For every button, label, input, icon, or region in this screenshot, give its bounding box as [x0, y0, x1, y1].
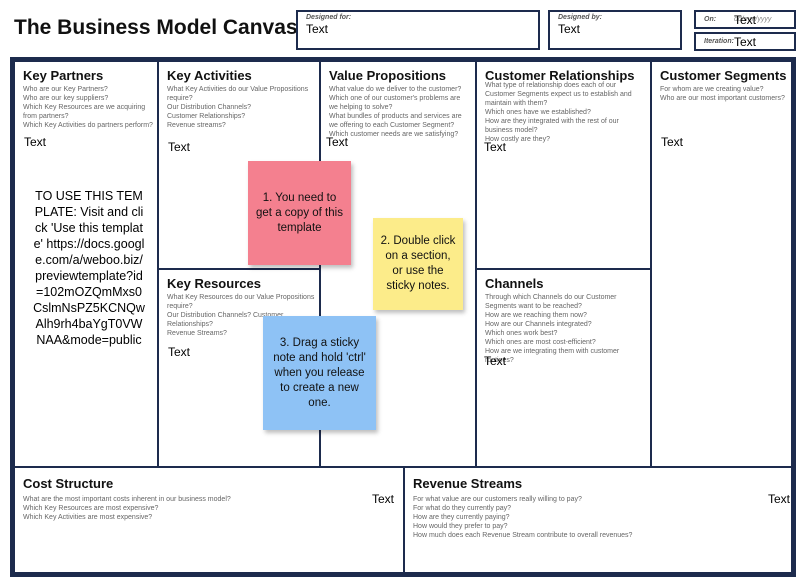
- on-label: On:: [704, 16, 717, 23]
- question: Which Key Resources are we acquiring fro…: [23, 104, 146, 120]
- on-date-value[interactable]: Text: [734, 13, 757, 27]
- customer-relationships-questions: What type of relationship does each of o…: [485, 81, 646, 144]
- key-resources-text[interactable]: Text: [168, 345, 191, 359]
- question: How are we integrating them with custome…: [485, 348, 620, 364]
- page-title: The Business Model Canvas: [14, 16, 298, 39]
- value-propositions-questions: What value do we deliver to the customer…: [329, 85, 471, 139]
- question: Customer Relationships?: [167, 113, 246, 120]
- question: Which Key Resources are most expensive?: [23, 505, 159, 512]
- sticky-note-yellow[interactable]: 2. Double click on a section, or use the…: [373, 218, 463, 310]
- question: Revenue streams?: [167, 122, 226, 129]
- customer-segments-title: Customer Segments: [660, 68, 787, 83]
- question: Who are our key suppliers?: [23, 95, 109, 102]
- question: Who are our most important customers?: [660, 95, 785, 102]
- revenue-streams-questions: For what value are our customers really …: [413, 495, 787, 540]
- designed-for-field[interactable]: Designed for: Text: [296, 10, 540, 50]
- sticky-note-blue[interactable]: 3. Drag a sticky note and hold 'ctrl' wh…: [263, 316, 376, 430]
- question: What Key Activities do our Value Proposi…: [167, 86, 309, 102]
- customer-segments-questions: For whom are we creating value? Who are …: [660, 85, 787, 103]
- question: How are we reaching them now?: [485, 312, 587, 319]
- value-propositions-title: Value Propositions: [329, 68, 447, 83]
- value-propositions-text[interactable]: Text: [326, 135, 349, 149]
- date-placeholder: dd/mm/yyyy: [734, 16, 772, 23]
- question: What Key Resources do our Value Proposit…: [167, 294, 315, 310]
- question: What type of relationship does each of o…: [485, 82, 632, 107]
- key-partners-text[interactable]: Text: [24, 135, 47, 149]
- revenue-streams-section[interactable]: Revenue Streams For what value are our c…: [403, 466, 793, 574]
- question: How would they prefer to pay?: [413, 523, 508, 530]
- question: Through which Channels do our Customer S…: [485, 294, 617, 310]
- business-model-canvas: Key Partners Who are our Key Partners? W…: [10, 57, 796, 577]
- key-partners-questions: Who are our Key Partners? Who are our ke…: [23, 85, 153, 130]
- revenue-streams-title: Revenue Streams: [413, 476, 523, 491]
- customer-relationships-text[interactable]: Text: [484, 140, 507, 154]
- cost-structure-section[interactable]: Cost Structure What are the most importa…: [13, 466, 405, 574]
- question: Which Key Activities are most expensive?: [23, 514, 153, 521]
- channels-section[interactable]: Channels Through which Channels do our C…: [475, 268, 652, 468]
- customer-segments-text[interactable]: Text: [661, 135, 684, 149]
- question: Which ones work best?: [485, 330, 558, 337]
- designed-for-label: Designed for:: [306, 14, 352, 21]
- iteration-value[interactable]: Text: [734, 35, 757, 49]
- designed-by-field[interactable]: Designed by: Text: [548, 10, 682, 50]
- channels-text[interactable]: Text: [484, 354, 507, 368]
- question: How are they currently paying?: [413, 514, 510, 521]
- question: How are our Channels integrated?: [485, 321, 592, 328]
- question: Which one of our customer's problems are…: [329, 95, 461, 111]
- sticky-note-pink[interactable]: 1. You need to get a copy of this templa…: [248, 161, 351, 265]
- question: How are they integrated with the rest of…: [485, 118, 619, 134]
- channels-title: Channels: [485, 276, 544, 291]
- question: For whom are we creating value?: [660, 86, 764, 93]
- key-resources-questions: What Key Resources do our Value Proposit…: [167, 293, 315, 338]
- customer-relationships-title: Customer Relationships: [485, 68, 635, 83]
- question: Who are our Key Partners?: [23, 86, 108, 93]
- key-resources-title: Key Resources: [167, 276, 261, 291]
- customer-segments-section[interactable]: Customer Segments For whom are we creati…: [650, 60, 793, 468]
- key-partners-title: Key Partners: [23, 68, 104, 83]
- key-activities-title: Key Activities: [167, 68, 252, 83]
- question: What value do we deliver to the customer…: [329, 86, 462, 93]
- question: Which ones are most cost-efficient?: [485, 339, 596, 346]
- template-instructions: TO USE THIS TEMPLATE: Visit and click 'U…: [33, 189, 145, 347]
- designed-for-value[interactable]: Text: [306, 22, 329, 36]
- question: Which Key Activities do partners perform…: [23, 122, 153, 129]
- key-activities-questions: What Key Activities do our Value Proposi…: [167, 85, 315, 130]
- cost-structure-questions: What are the most important costs inhere…: [23, 495, 399, 522]
- question: Our Distribution Channels?: [167, 104, 252, 111]
- key-partners-section[interactable]: Key Partners Who are our Key Partners? W…: [13, 60, 159, 468]
- channels-questions: Through which Channels do our Customer S…: [485, 293, 646, 365]
- revenue-streams-text[interactable]: Text: [768, 492, 791, 506]
- question: How costly are they?: [485, 136, 550, 143]
- on-date-field[interactable]: On: dd/mm/yyyy Text: [694, 10, 796, 29]
- question: For what do they currently pay?: [413, 505, 512, 512]
- question: What bundles of products and services ar…: [329, 113, 462, 129]
- iteration-field[interactable]: Iteration: Text: [694, 32, 796, 51]
- cost-structure-text[interactable]: Text: [372, 492, 395, 506]
- question: For what value are our customers really …: [413, 496, 582, 503]
- question: How much does each Revenue Stream contri…: [413, 532, 633, 539]
- cost-structure-title: Cost Structure: [23, 476, 114, 491]
- question: What are the most important costs inhere…: [23, 496, 231, 503]
- key-activities-text[interactable]: Text: [168, 140, 191, 154]
- customer-relationships-section[interactable]: Customer Relationships What type of rela…: [475, 60, 652, 270]
- designed-by-label: Designed by:: [558, 14, 602, 21]
- question: Revenue Streams?: [167, 330, 227, 337]
- iteration-label: Iteration:: [704, 38, 734, 45]
- question: Which customer needs are we satisfying?: [329, 131, 459, 138]
- question: Our Distribution Channels? Customer Rela…: [167, 312, 284, 328]
- designed-by-value[interactable]: Text: [558, 22, 581, 36]
- question: Which ones have we established?: [485, 109, 591, 116]
